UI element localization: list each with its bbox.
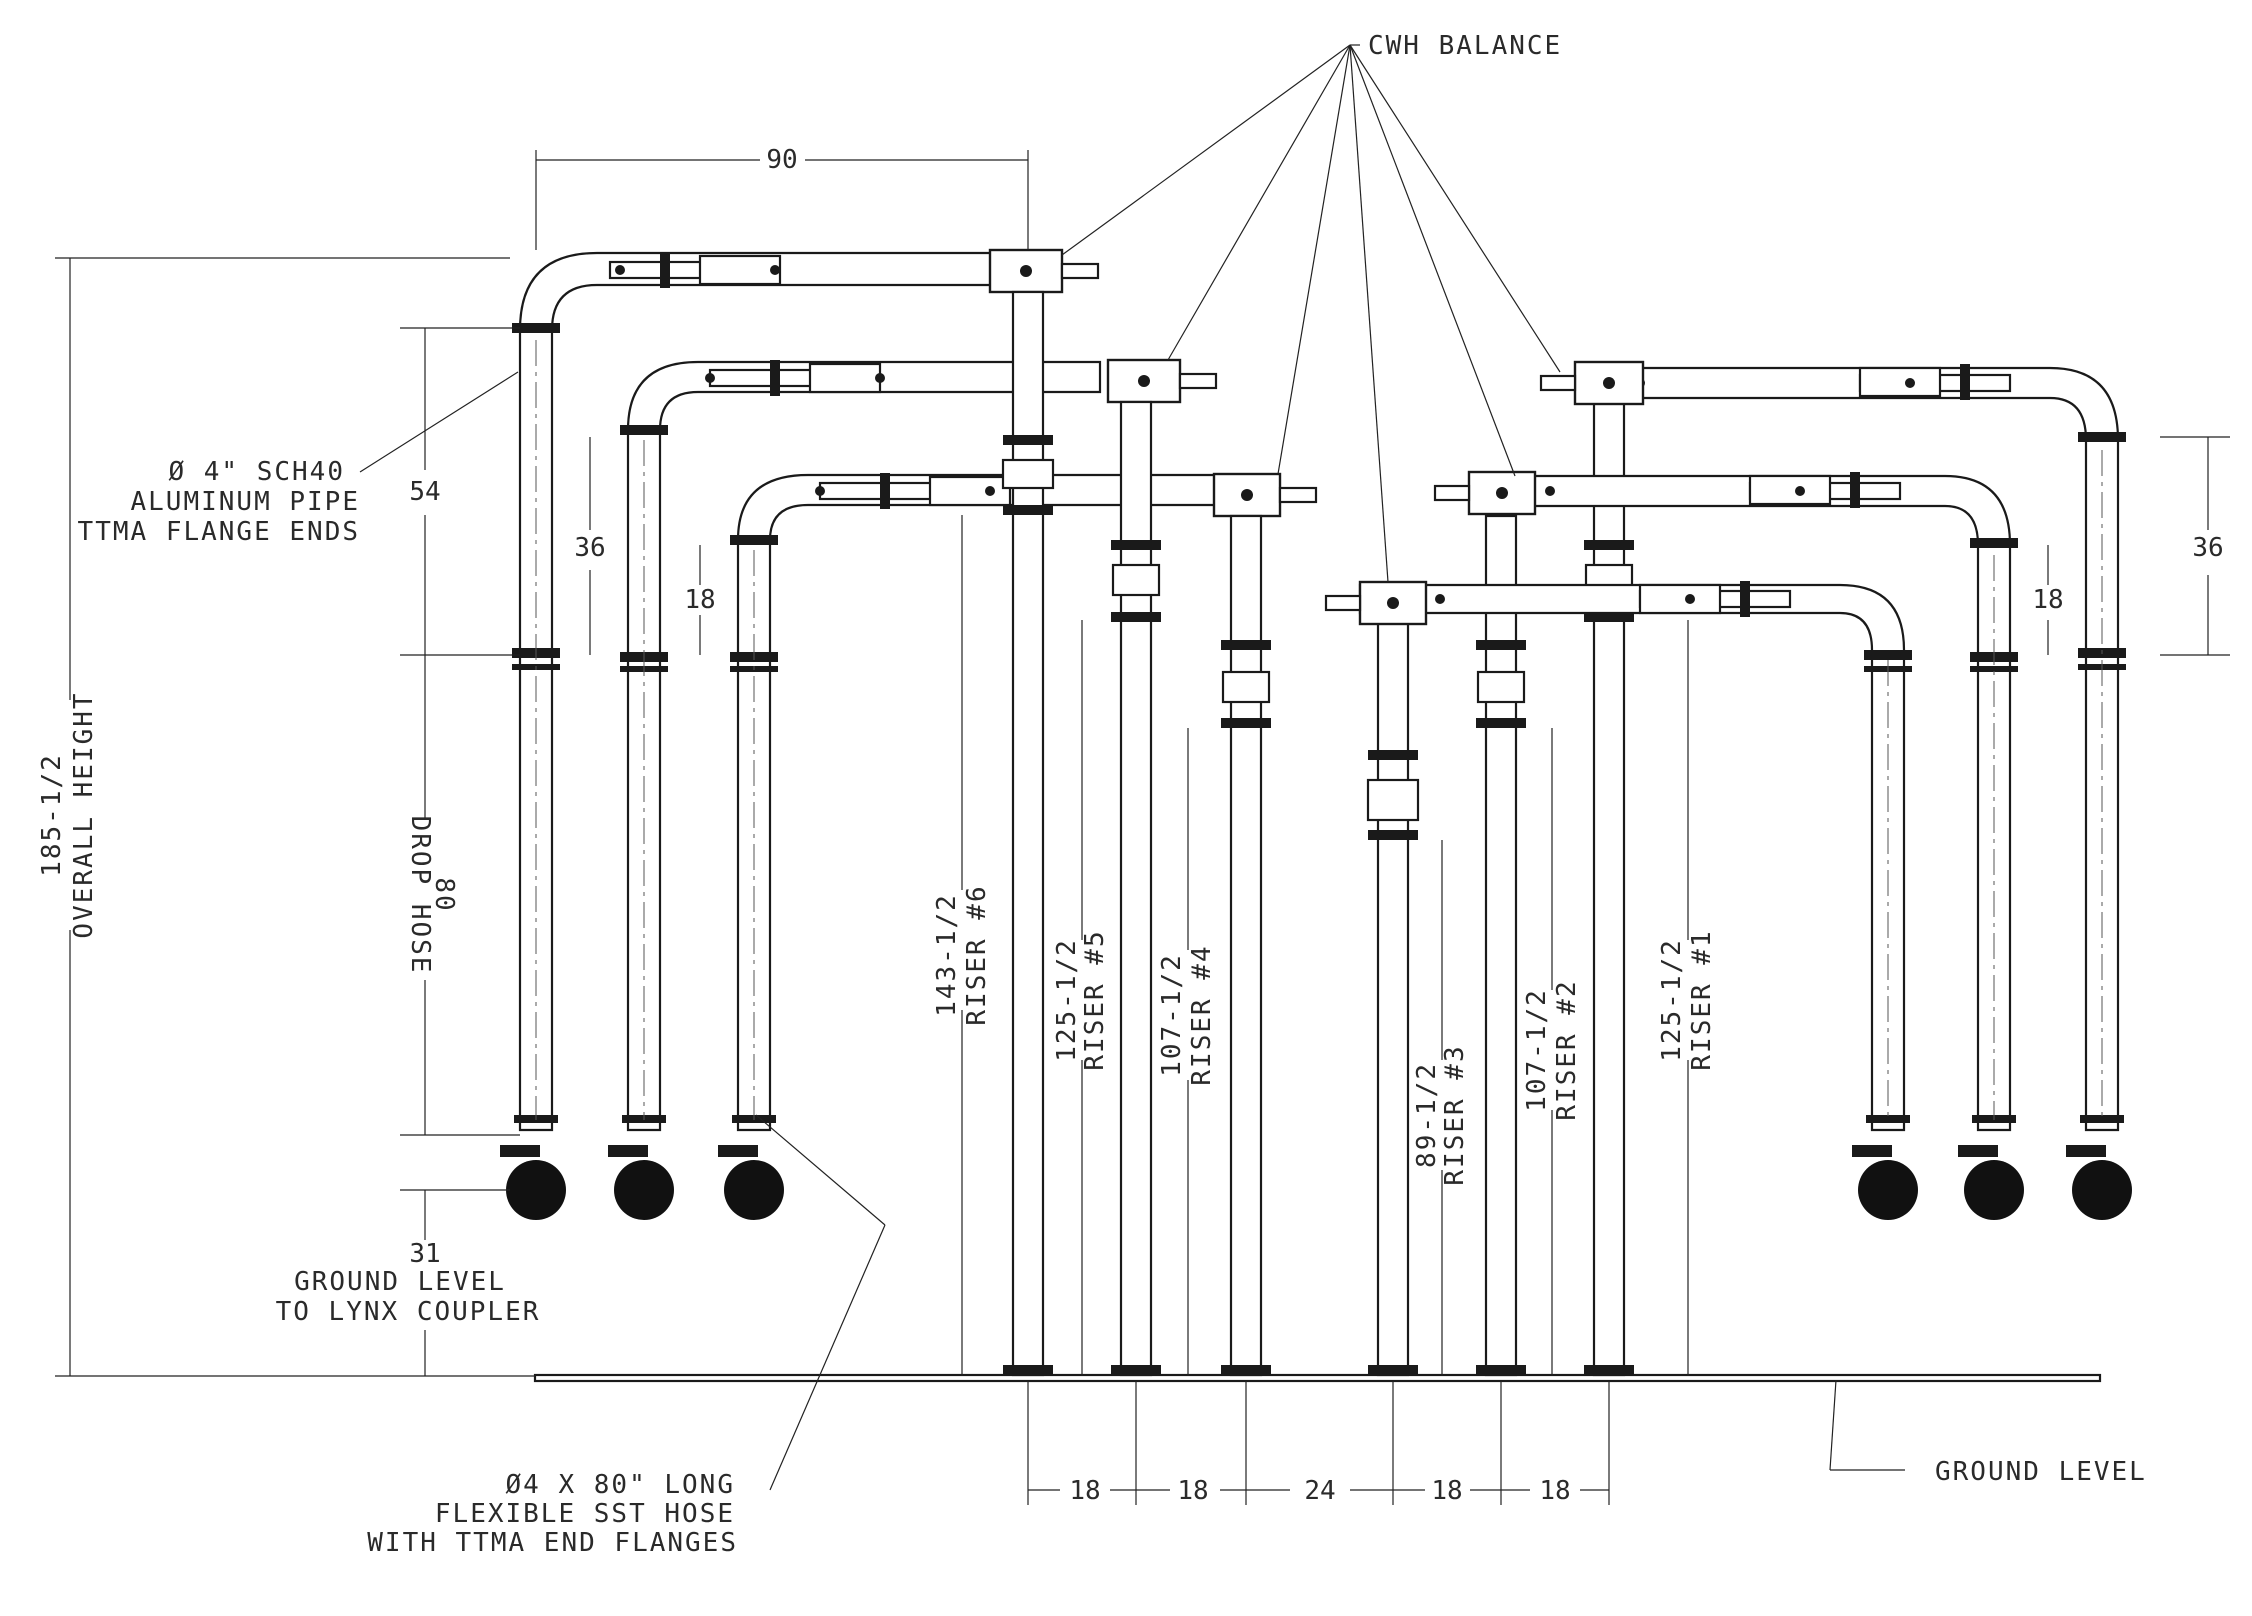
ground-lynx-value: 31 <box>409 1239 440 1269</box>
dimension-lines <box>55 150 2230 1505</box>
riser-6 <box>1001 290 1055 1377</box>
hose-spec-line2: FLEXIBLE SST HOSE <box>435 1499 735 1529</box>
riser-5 <box>1111 400 1161 1377</box>
dim-left-36: 36 <box>574 533 605 563</box>
right-pipe-1 <box>1578 366 2126 1132</box>
riser-4-height: 107-1/2 <box>1157 953 1187 1077</box>
left-pipe-2 <box>620 360 1102 1132</box>
hose-spec-line1: Ø4 X 80" LONG <box>506 1470 736 1500</box>
riser-6-name: RISER #6 <box>962 884 992 1025</box>
riser-4 <box>1221 514 1271 1377</box>
ground-lynx-line1: GROUND LEVEL <box>294 1267 506 1297</box>
dim-width-90: 90 <box>766 145 797 175</box>
riser-1-name: RISER #1 <box>1687 929 1717 1070</box>
ground-lynx-line2: TO LYNX COUPLER <box>276 1297 541 1327</box>
riser-2-height: 107-1/2 <box>1522 988 1552 1112</box>
spacing-3: 24 <box>1304 1476 1335 1506</box>
spacing-4: 18 <box>1431 1476 1462 1506</box>
spacing-5: 18 <box>1539 1476 1570 1506</box>
cwh-balance-label: CWH BALANCE <box>1368 31 1562 61</box>
riser-4-name: RISER #4 <box>1187 944 1217 1085</box>
left-arm-details <box>608 252 1012 509</box>
riser-6-height: 143-1/2 <box>932 893 962 1017</box>
riser-5-name: RISER #5 <box>1080 929 1110 1070</box>
riser-3 <box>1366 616 1420 1377</box>
dim-right-18: 18 <box>2032 585 2063 615</box>
drop-hose-label: DROP HOSE <box>405 816 435 975</box>
riser-2 <box>1476 514 1526 1377</box>
ground-plate <box>533 1373 2102 1383</box>
right-pipe-2 <box>1468 474 2018 1132</box>
dim-left-18: 18 <box>684 585 715 615</box>
hose-spec-line3: WITH TTMA END FLANGES <box>367 1528 738 1558</box>
spacing-2: 18 <box>1177 1476 1208 1506</box>
riser-3-name: RISER #3 <box>1440 1044 1470 1185</box>
pipe-spec-line2: ALUMINUM PIPE <box>131 487 361 517</box>
overall-height-value: 185-1/2 <box>37 753 67 877</box>
pipe-spec-line1: Ø 4" SCH40 <box>168 457 345 487</box>
drop-hose-value: 80 <box>429 877 459 912</box>
lynx-couplers <box>500 1145 2132 1220</box>
spacing-1: 18 <box>1069 1476 1100 1506</box>
ground-level-label: GROUND LEVEL <box>1935 1457 2147 1487</box>
riser-5-height: 125-1/2 <box>1052 938 1082 1062</box>
riser-1-height: 125-1/2 <box>1657 938 1687 1062</box>
right-pipe-3 <box>1358 583 1912 1132</box>
pipe-spec-line3: TTMA FLANGE ENDS <box>78 517 360 547</box>
right-arm-details <box>1435 364 2012 617</box>
right-balance-boxes <box>1324 360 1645 626</box>
dim-right-36: 36 <box>2192 533 2223 563</box>
dim-left-54: 54 <box>409 477 440 507</box>
leader-lines <box>359 44 1905 1491</box>
riser-3-height: 89-1/2 <box>1412 1062 1442 1168</box>
riser-2-name: RISER #2 <box>1552 979 1582 1120</box>
overall-height-label: OVERALL HEIGHT <box>69 691 99 938</box>
riser-1 <box>1584 400 1634 1377</box>
